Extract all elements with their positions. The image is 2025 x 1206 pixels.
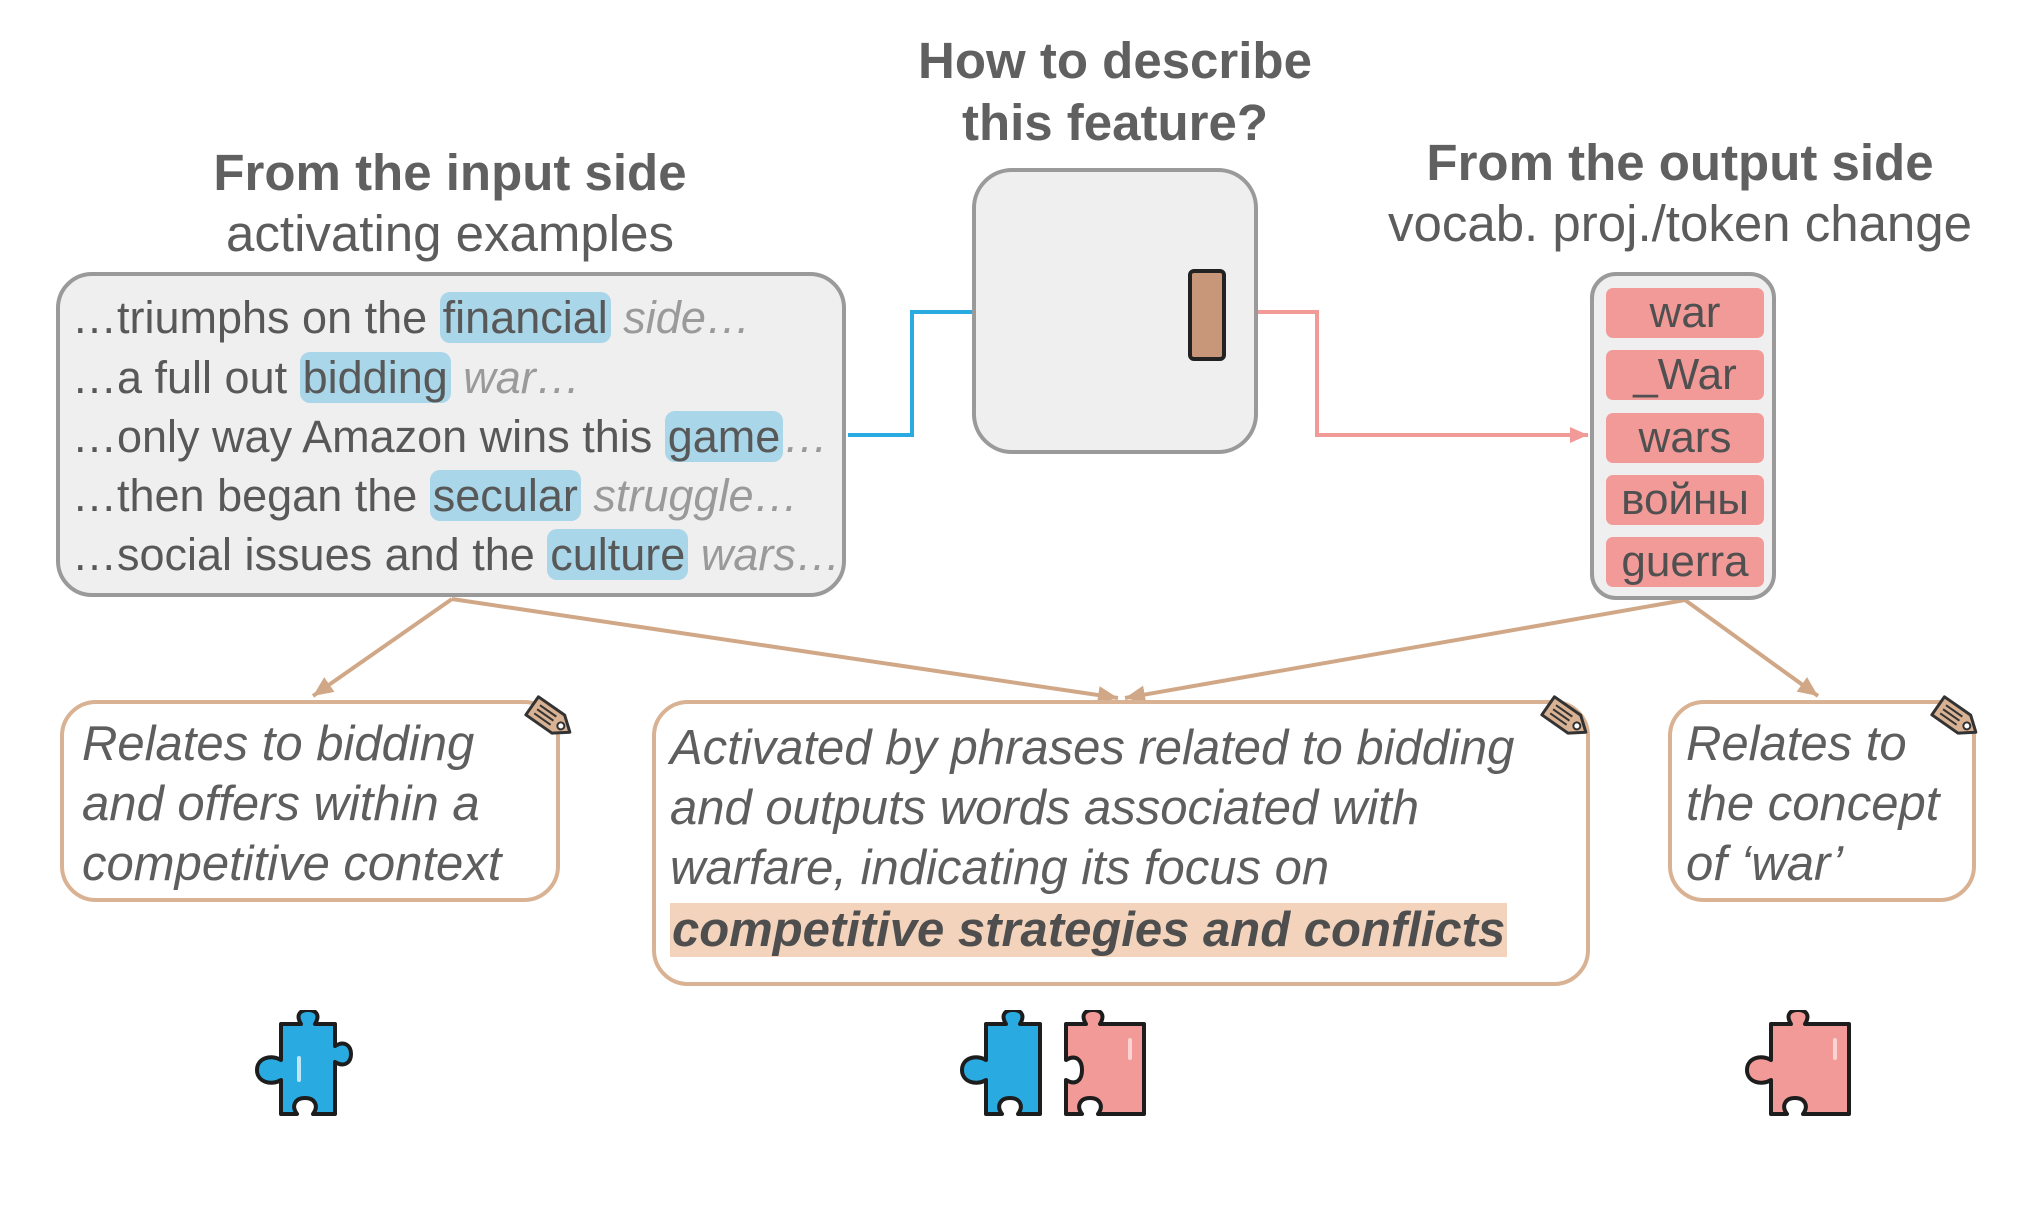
- input-side-title: From the input side: [213, 144, 687, 201]
- feature-neuron: [1188, 269, 1226, 361]
- input-to-left-description-arrow: [311, 597, 454, 698]
- example-line: …a full out bidding war…: [72, 352, 581, 403]
- price-tag-icon: [524, 695, 572, 735]
- activating-examples-box: …triumphs on the financial side… …a full…: [56, 272, 846, 597]
- output-token: wars: [1606, 413, 1764, 463]
- output-token: войны: [1606, 475, 1764, 525]
- highlighted-token: game: [664, 411, 784, 462]
- example-line: …social issues and the culture wars…: [72, 529, 841, 580]
- input-side-heading: From the input side activating examples: [130, 142, 770, 264]
- input-to-center-description-arrow: [451, 597, 1119, 704]
- output-token: _War: [1606, 350, 1764, 400]
- puzzle-piece-blue-icon: [960, 1010, 1042, 1116]
- output-tokens-box: war _War wars войны guerra: [1590, 272, 1776, 600]
- highlighted-token: financial: [439, 292, 611, 343]
- output-to-center-description-arrow: [1124, 598, 1686, 704]
- example-line: …then began the secular struggle…: [72, 470, 799, 521]
- output-to-right-description-arrow: [1683, 598, 1820, 698]
- center-heading-line-2: this feature?: [961, 94, 1269, 151]
- input-side-description: Relates to bidding and offers within a c…: [60, 700, 560, 902]
- puzzle-piece-pink-icon: [1064, 1010, 1146, 1116]
- puzzle-piece-pink-icon: [1745, 1010, 1851, 1116]
- example-line: …triumphs on the financial side…: [72, 292, 751, 343]
- output-side-subtitle: vocab. proj./token change: [1387, 195, 1973, 252]
- price-tag-icon: [1930, 695, 1978, 735]
- highlighted-token: bidding: [299, 352, 451, 403]
- feature-to-output-arrow: [1216, 310, 1588, 443]
- input-side-subtitle: activating examples: [226, 205, 674, 262]
- center-heading-line-1: How to describe: [918, 32, 1312, 89]
- output-side-description: Relates to the concept of ‘war’: [1668, 700, 1976, 902]
- price-tag-icon: [1540, 695, 1588, 735]
- puzzle-piece-blue-icon: [255, 1010, 353, 1116]
- output-token: war: [1606, 288, 1764, 338]
- output-side-title: From the output side: [1426, 134, 1934, 191]
- highlighted-token: culture: [547, 529, 689, 580]
- combined-description: Activated by phrases related to bidding …: [652, 700, 1590, 986]
- output-side-heading: From the output side vocab. proj./token …: [1370, 132, 1990, 254]
- highlighted-token: secular: [429, 470, 581, 521]
- feature-model-box: [972, 168, 1258, 454]
- key-concept-highlight: competitive strategies and conflicts: [670, 903, 1508, 957]
- output-token: guerra: [1606, 537, 1764, 587]
- example-line: …only way Amazon wins this game…: [72, 411, 829, 462]
- center-heading: How to describe this feature?: [870, 30, 1360, 154]
